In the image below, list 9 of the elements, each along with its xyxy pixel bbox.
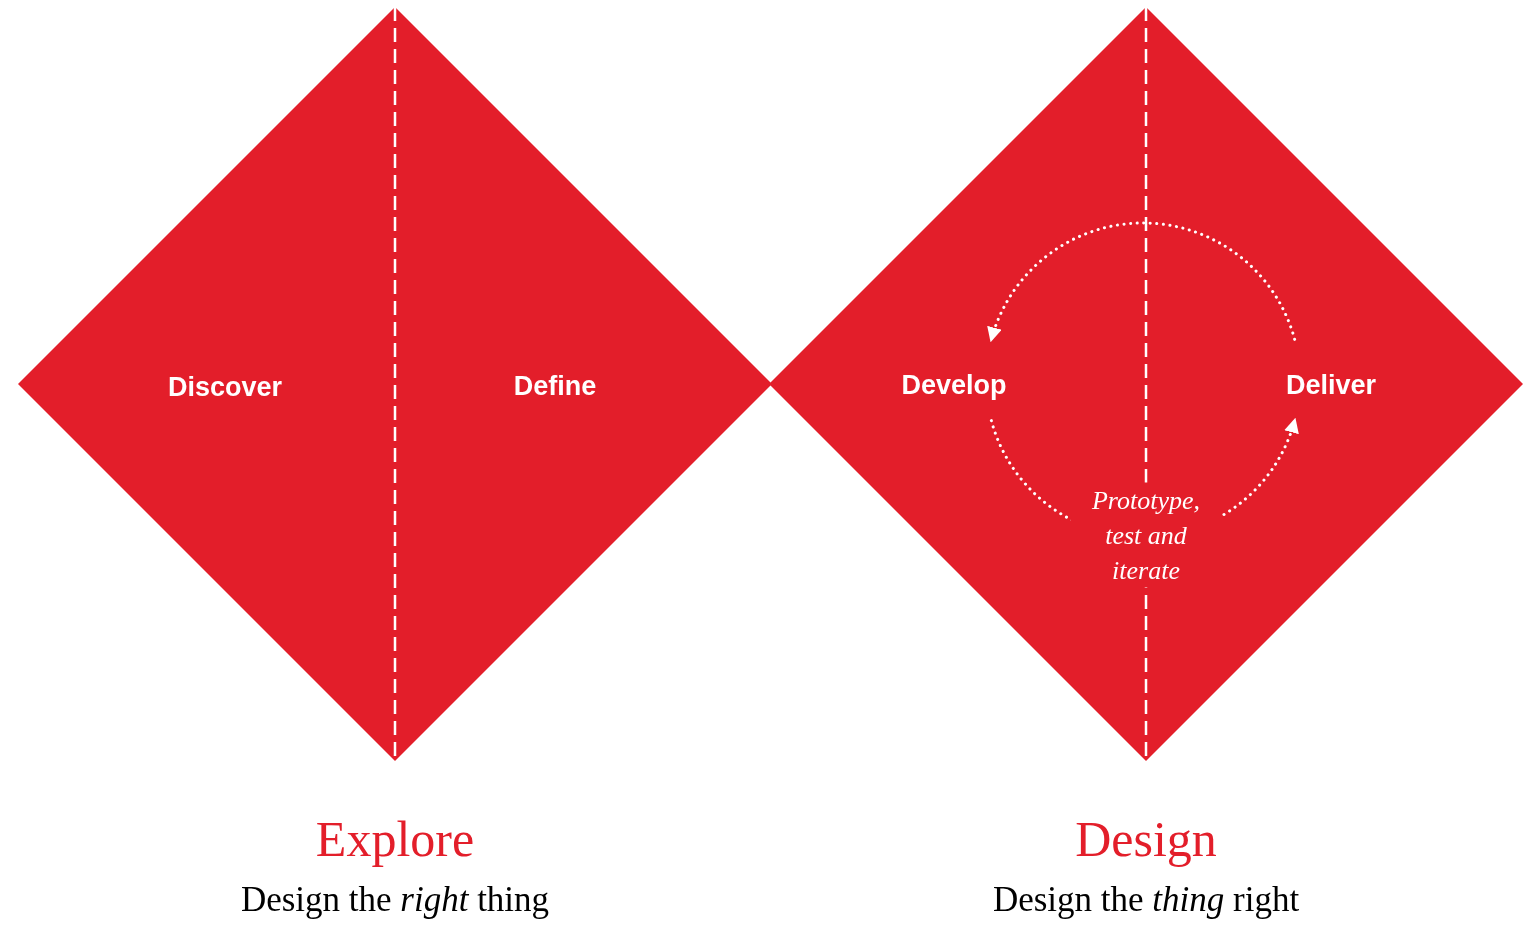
phase-label: Define <box>513 370 597 402</box>
phase-subtitle: Design the thing right <box>991 881 1301 920</box>
dotted-arrow <box>988 221 1297 343</box>
phase-subtitle: Design the right thing <box>239 881 551 920</box>
phase-label: Deliver <box>1285 369 1377 401</box>
phase-title: Explore <box>314 812 476 867</box>
phase-title: Design <box>1074 812 1218 867</box>
phase-label: Develop <box>901 369 1007 401</box>
phase-label: Discover <box>167 371 283 403</box>
